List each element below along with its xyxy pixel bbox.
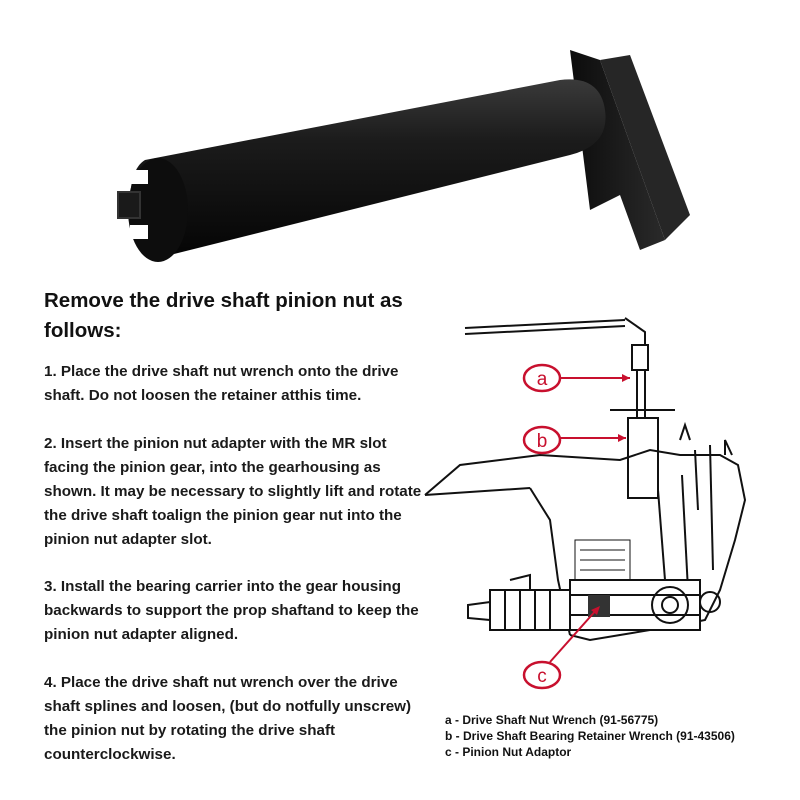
step-2: 2. Insert the pinion nut adapter with th… xyxy=(44,435,422,548)
step-4: 4. Place the drive shaft nut wrench over… xyxy=(44,674,412,763)
svg-text:c: c xyxy=(537,666,547,687)
legend-item-c: c - Pinion Nut Adaptor xyxy=(445,745,572,759)
svg-text:b: b xyxy=(537,431,548,452)
legend-item-b: b - Drive Shaft Bearing Retainer Wrench … xyxy=(445,729,735,743)
callout-c: c xyxy=(522,606,600,690)
gearhousing-diagram: a b c xyxy=(424,317,747,690)
step-3: 3. Install the bearing carrier into the … xyxy=(44,578,419,643)
tool-photo xyxy=(117,50,690,262)
step-1: 1. Place the drive shaft nut wrench onto… xyxy=(44,363,399,404)
parts-legend: a - Drive Shaft Nut Wrench (91-56775) b … xyxy=(445,712,795,760)
callout-b: b xyxy=(522,425,626,455)
page-title: Remove the drive shaft pinion nut as fol… xyxy=(44,289,403,342)
legend-item-a: a - Drive Shaft Nut Wrench (91-56775) xyxy=(445,713,659,727)
svg-text:a: a xyxy=(537,369,548,390)
callout-a: a xyxy=(522,363,630,393)
